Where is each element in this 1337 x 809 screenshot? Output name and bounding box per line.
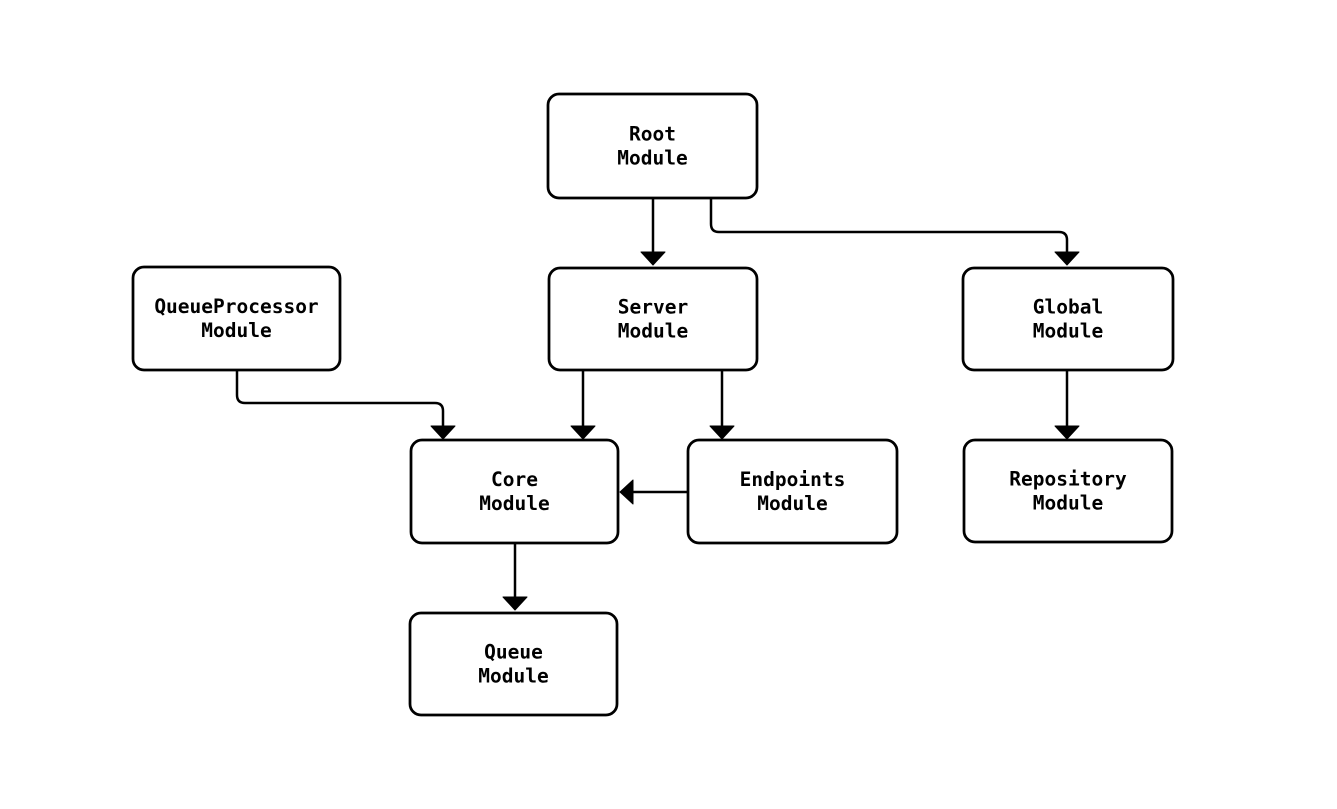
edge-global-repository xyxy=(1054,371,1080,440)
node-box xyxy=(961,266,1175,372)
node-box xyxy=(686,438,899,545)
edge-arrowhead xyxy=(502,596,528,611)
edge-arrowhead xyxy=(1054,251,1080,266)
edge-server-core xyxy=(570,371,596,440)
node-box xyxy=(408,611,619,717)
node-box xyxy=(409,438,620,545)
node-box xyxy=(131,265,342,372)
edge-arrowhead xyxy=(619,479,634,505)
edge-arrowhead xyxy=(570,425,596,440)
edge-arrowhead xyxy=(430,425,456,440)
edge-core-queue xyxy=(502,544,528,611)
node-box xyxy=(547,266,759,372)
node-box xyxy=(962,438,1174,544)
edge-arrowhead xyxy=(640,251,666,266)
edge-arrowhead xyxy=(1054,425,1080,440)
edge-arrowhead xyxy=(709,425,735,440)
edge-endpoints-core xyxy=(619,479,689,505)
edge-line xyxy=(235,371,445,426)
edge-line xyxy=(709,199,1069,252)
edge-root-server xyxy=(640,199,666,266)
edge-root-global xyxy=(709,199,1080,266)
edge-server-endpoints xyxy=(709,371,735,440)
node-box xyxy=(546,92,759,200)
edge-queueprocessor-core xyxy=(235,371,456,440)
